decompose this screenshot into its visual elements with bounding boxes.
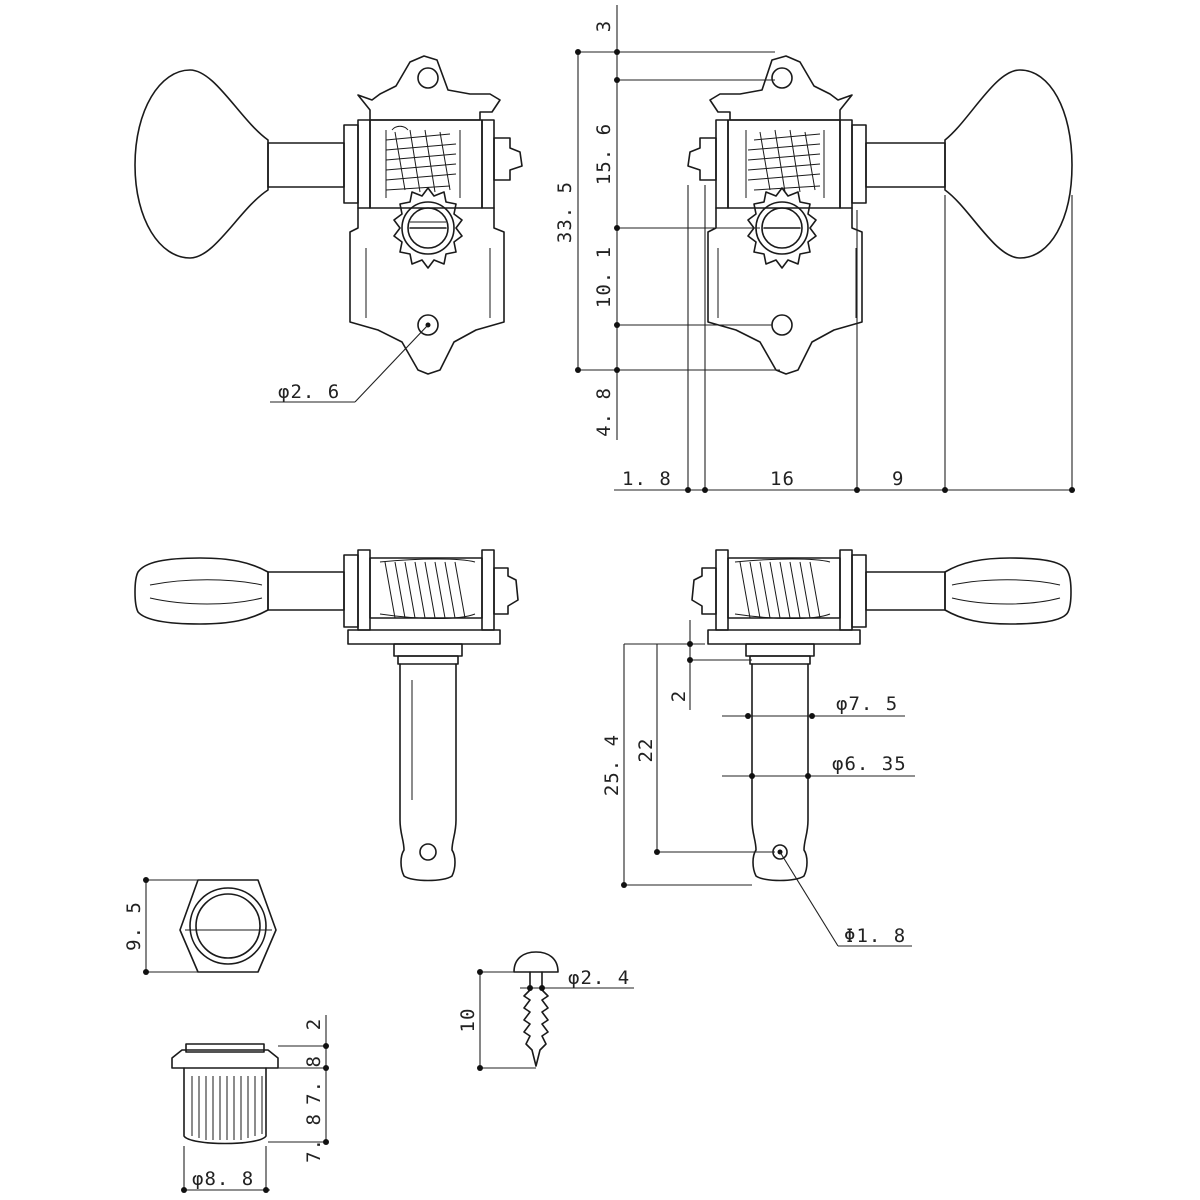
label-post-length: 22 [635, 738, 657, 763]
label-bushing-height-b: 7. 8 [303, 1113, 325, 1163]
label-height-lower: 10. 1 [593, 246, 615, 308]
knob-shaft [267, 142, 345, 188]
label-width-knob: 9 [892, 468, 904, 490]
label-nut-width: 9. 5 [123, 901, 145, 951]
string-post-right [751, 663, 809, 882]
label-height-upper: 15. 6 [593, 123, 615, 185]
label-width-shaft-offset: 1. 8 [622, 468, 672, 490]
side-view-left [134, 549, 519, 882]
housing-lower-plate [349, 207, 505, 375]
label-bushing-height-a: 7. 8 [303, 1055, 325, 1105]
side-worm-left [379, 558, 476, 619]
label-height-total: 33. 5 [554, 181, 576, 243]
label-post-dia-top: φ7. 5 [836, 693, 898, 715]
tuner-knob [134, 69, 269, 259]
label-post-total: 25. 4 [601, 734, 623, 796]
bushing: 2 7. 8 7. 8 φ8. 8 [171, 1015, 329, 1193]
label-bushing-dia: φ8. 8 [192, 1168, 254, 1190]
side-view-right: 2 22 25. 4 φ7. 5 φ6. 35 Φ1. 8 [601, 549, 1072, 947]
label-mount-hole-dia: φ2. 6 [278, 381, 340, 403]
pinion-gear [393, 187, 463, 269]
label-width-body: 16 [770, 468, 795, 490]
mount-hole-top [417, 67, 439, 89]
hex-nut: 9. 5 [123, 877, 277, 975]
label-post-collar: 2 [668, 690, 690, 702]
side-worm-right [734, 558, 831, 619]
bushing-knurl [191, 1076, 263, 1140]
mount-hole-bottom [417, 314, 439, 336]
label-height-top: 3 [593, 20, 615, 32]
label-post-hole: Φ1. 8 [844, 925, 906, 947]
label-screw-length: 10 [457, 1008, 479, 1033]
front-view-left: φ2. 6 [134, 55, 523, 403]
string-post-left [399, 663, 457, 882]
label-screw-dia: φ2. 4 [568, 967, 630, 989]
rear-view-right: 3 15. 6 33. 5 10. 1 4. 8 1. 8 16 9 [554, 5, 1075, 493]
worm-gear-right [745, 129, 825, 198]
side-knob-left [134, 557, 269, 625]
mounting-screw: 10 φ2. 4 [457, 951, 634, 1071]
label-bushing-flange: 2 [303, 1018, 325, 1030]
label-post-dia-lower: φ6. 35 [832, 753, 907, 775]
label-height-tail: 4. 8 [593, 387, 615, 437]
worm-gear [385, 125, 461, 198]
tuner-knob-right [944, 69, 1073, 259]
